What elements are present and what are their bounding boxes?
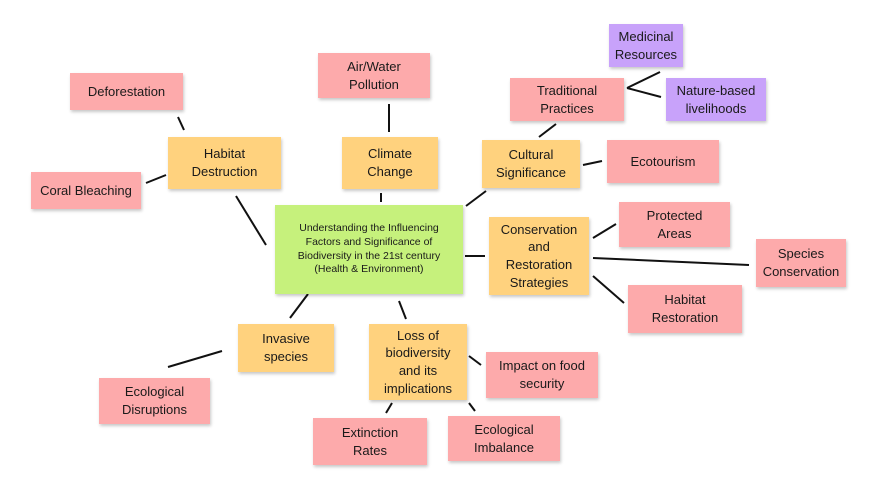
connector-line (626, 71, 661, 89)
connector-line (145, 174, 167, 184)
central-topic: Understanding the Influencing Factors an… (275, 205, 463, 294)
deforestation-note: Deforestation (70, 73, 183, 110)
ecological-disruptions-note: Ecological Disruptions (99, 378, 210, 424)
species-conservation-note: Species Conservation (756, 239, 846, 287)
connector-line (385, 402, 393, 414)
connector-line (289, 293, 309, 319)
traditional-practices-note: Traditional Practices (510, 78, 624, 121)
connector-line (468, 355, 482, 366)
invasive-species-note: Invasive species (238, 324, 334, 372)
habitat-restoration-note: Habitat Restoration (628, 285, 742, 333)
connector-line (167, 350, 223, 368)
connector-line (538, 123, 557, 138)
climate-change-note: Climate Change (342, 137, 438, 189)
connector-line (398, 300, 407, 320)
connector-line (468, 402, 476, 412)
connector-line (582, 160, 603, 166)
extinction-rates-note: Extinction Rates (313, 418, 427, 465)
nature-based-livelihoods-note: Nature-based livelihoods (666, 78, 766, 121)
cultural-significance-note: Cultural Significance (482, 140, 580, 188)
connector-line (592, 257, 750, 266)
connector-line (235, 195, 267, 246)
protected-areas-note: Protected Areas (619, 202, 730, 247)
connector-line (592, 223, 617, 239)
loss-of-biodiversity-note: Loss of biodiversity and its implication… (369, 324, 467, 400)
connector-line (626, 87, 662, 98)
conservation-strategies-note: Conservation and Restoration Strategies (489, 217, 589, 295)
connector-line (465, 190, 487, 207)
connector-line (592, 275, 625, 304)
medicinal-resources-note: Medicinal Resources (609, 24, 683, 67)
food-security-note: Impact on food security (486, 352, 598, 398)
connector-line (177, 116, 185, 131)
ecological-imbalance-note: Ecological Imbalance (448, 416, 560, 461)
habitat-destruction-note: Habitat Destruction (168, 137, 281, 189)
coral-bleaching-note: Coral Bleaching (31, 172, 141, 209)
air-water-pollution-note: Air/Water Pollution (318, 53, 430, 98)
ecotourism-note: Ecotourism (607, 140, 719, 183)
